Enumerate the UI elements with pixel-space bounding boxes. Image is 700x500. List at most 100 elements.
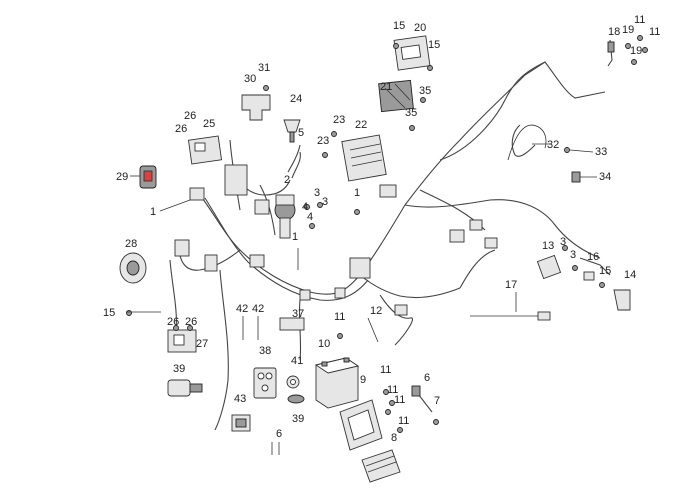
- callout-6: 6: [424, 372, 430, 384]
- callout-42: 42: [236, 303, 248, 315]
- callout-3: 3: [314, 187, 320, 199]
- callout-11: 11: [380, 364, 391, 376]
- callout-26: 26: [184, 110, 196, 122]
- callout-43: 43: [234, 393, 246, 405]
- part-38-fuse-box: [253, 367, 277, 399]
- callout-1: 1: [150, 206, 156, 218]
- callout-28: 28: [125, 238, 137, 250]
- callout-15: 15: [393, 20, 405, 32]
- part-14-bracket: [613, 289, 631, 311]
- callout-35: 35: [419, 85, 431, 97]
- part-39-grommet: [287, 394, 305, 404]
- callout-11: 11: [387, 384, 398, 396]
- callout-37: 37: [292, 308, 304, 320]
- callout-3: 3: [560, 236, 566, 248]
- callout-15: 15: [599, 265, 611, 277]
- callout-11: 11: [649, 26, 660, 38]
- part-9-battery-tray: [339, 399, 383, 451]
- callout-9: 9: [360, 374, 366, 386]
- callout-26: 26: [175, 123, 187, 135]
- callout-25: 25: [203, 118, 215, 130]
- callout-24: 24: [290, 93, 302, 105]
- callout-23: 23: [317, 135, 329, 147]
- callout-11: 11: [398, 415, 409, 427]
- part-13-switch: [536, 254, 562, 280]
- callout-17: 17: [505, 279, 517, 291]
- callout-10: 10: [318, 338, 330, 350]
- callout-19: 19: [622, 24, 634, 36]
- part-16-connector: [583, 271, 595, 281]
- callout-5: 5: [298, 127, 304, 139]
- callout-22: 22: [355, 119, 367, 131]
- callout-3: 3: [322, 196, 328, 208]
- callout-1: 1: [354, 187, 360, 199]
- callout-6: 6: [276, 428, 282, 440]
- part-29-red-connector: [139, 165, 157, 189]
- callout-15: 15: [428, 39, 440, 51]
- callout-20: 20: [414, 22, 426, 34]
- callout-14: 14: [624, 269, 636, 281]
- callout-23: 23: [333, 114, 345, 126]
- callout-16: 16: [587, 251, 599, 263]
- part-30-bracket: [241, 94, 271, 121]
- callout-8: 8: [391, 432, 397, 444]
- callout-2: 2: [284, 174, 290, 186]
- part-21-bracket: [378, 79, 414, 113]
- callout-4: 4: [307, 211, 313, 223]
- callout-11: 11: [634, 14, 645, 26]
- callout-4: 4: [302, 201, 308, 213]
- callout-39: 39: [173, 363, 185, 375]
- callout-21: 21: [380, 81, 392, 93]
- main-wiring-harness: [169, 61, 611, 431]
- part-8-cover: [361, 449, 401, 483]
- callout-15: 15: [103, 307, 115, 319]
- callout-26: 26: [167, 316, 179, 328]
- callout-13: 13: [542, 240, 554, 252]
- part-43-connector: [231, 414, 251, 432]
- part-22-ecu: [341, 134, 387, 182]
- callout-33: 33: [595, 146, 607, 158]
- callout-38: 38: [259, 345, 271, 357]
- callout-35: 35: [405, 107, 417, 119]
- part-32-bent-rod: [507, 124, 547, 161]
- callout-42: 42: [252, 303, 264, 315]
- callout-31: 31: [258, 62, 270, 74]
- part-10-battery: [314, 357, 360, 409]
- callout-11: 11: [394, 394, 405, 406]
- small-fasteners: [126, 35, 648, 455]
- callout-18: 18: [608, 26, 620, 38]
- part-12-strap: [367, 317, 379, 343]
- callout-27: 27: [196, 338, 208, 350]
- callout-7: 7: [434, 395, 440, 407]
- part-39-socket: [167, 379, 203, 397]
- part-5-cable: [287, 144, 301, 173]
- callout-29: 29: [116, 171, 128, 183]
- part-28-horn: [119, 252, 147, 284]
- callout-32: 32: [547, 139, 559, 151]
- callout-34: 34: [599, 171, 611, 183]
- part-18-wire-end: [607, 39, 615, 67]
- part-17-cable: [470, 311, 551, 321]
- callout-41: 41: [291, 355, 303, 367]
- part-41-bushing: [286, 375, 300, 389]
- part-2-coil: [274, 194, 296, 239]
- part-24-sensor: [283, 119, 301, 143]
- callout-30: 30: [244, 73, 256, 85]
- callout-11: 11: [334, 311, 345, 323]
- callout-26: 26: [185, 316, 197, 328]
- callout-1: 1: [292, 231, 298, 243]
- leader-lines: [126, 143, 597, 313]
- callout-39: 39: [292, 413, 304, 425]
- part-25-relay-block: [187, 135, 223, 165]
- part-6-cable-end: [411, 385, 433, 413]
- part-37-bracket: [279, 317, 305, 331]
- part-27-relay: [167, 329, 197, 353]
- part-34-clip: [571, 171, 581, 183]
- callout-12: 12: [370, 305, 382, 317]
- callout-19: 19: [630, 45, 642, 57]
- callout-numbers: 15 20 15 21 35 35 18 19 11 11 19 31 30 2…: [103, 14, 660, 444]
- callout-3: 3: [570, 249, 576, 261]
- part-20-module: [393, 35, 431, 71]
